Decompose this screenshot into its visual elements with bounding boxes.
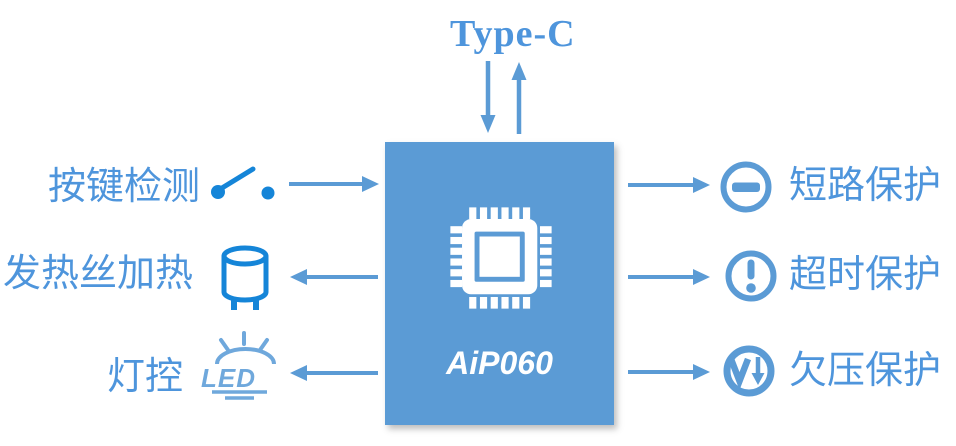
arrow-right-icon xyxy=(628,364,710,380)
chip-icon xyxy=(450,207,552,309)
left-label-key-detect: 按键检测 xyxy=(47,166,200,208)
left-label-heater: 发热丝加热 xyxy=(2,253,193,295)
minus-circle-icon xyxy=(720,161,772,213)
switch-icon xyxy=(211,166,275,200)
chip-label: AiP060 xyxy=(446,345,553,381)
led-icon: LED xyxy=(201,331,276,400)
arrow-up-icon xyxy=(511,62,527,134)
type-c-label: Type-C xyxy=(450,13,576,55)
led-icon-text: LED xyxy=(201,363,256,393)
arrow-right-icon xyxy=(289,176,379,192)
arrow-left-icon xyxy=(290,365,378,381)
arrow-down-icon xyxy=(480,61,496,133)
arrow-right-icon xyxy=(628,269,710,285)
chip-block: AiP060 xyxy=(385,142,614,425)
undervoltage-circle-icon xyxy=(723,345,775,397)
arrow-right-icon xyxy=(628,177,710,193)
arrow-left-icon xyxy=(290,269,378,285)
exclamation-circle-icon xyxy=(725,250,777,302)
left-label-led-control: 灯控 xyxy=(106,356,183,398)
right-label-undervoltage: 欠压保护 xyxy=(789,350,942,392)
heater-icon xyxy=(221,245,269,310)
right-label-short-circuit: 短路保护 xyxy=(789,165,942,207)
right-label-timeout: 超时保护 xyxy=(789,254,942,296)
